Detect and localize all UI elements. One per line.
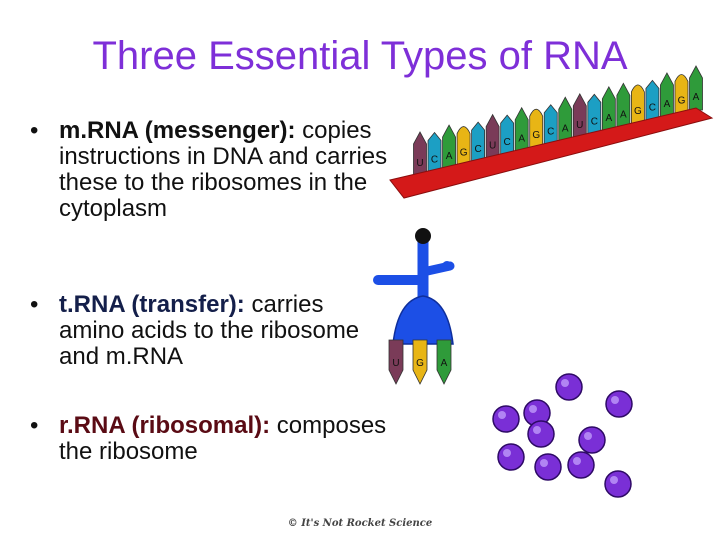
mrna-nucleotide: A	[514, 106, 529, 153]
mrna-nucleotide: A	[558, 96, 573, 142]
mrna-description: copies instructions in DNA and carries t…	[59, 117, 388, 222]
anticodon-nucleotide: U	[388, 339, 404, 385]
mrna-base-label: C	[547, 127, 554, 138]
mrna-nucleotide: A	[442, 124, 456, 170]
ribosome-sphere	[555, 373, 583, 401]
ribosome-sphere	[604, 470, 632, 498]
mrna-nucleotide: G	[630, 84, 645, 125]
anticodon-base-label: A	[441, 358, 448, 369]
mrna-backbone	[389, 107, 714, 199]
bullet-marker: •	[30, 291, 39, 318]
mrna-nucleotide: G	[674, 74, 689, 114]
mrna-base-label: G	[460, 148, 468, 159]
mrna-nucleotide: U	[572, 92, 587, 139]
mrna-base-label: A	[518, 134, 525, 145]
rrna-term: r.RNA (ribosomal):	[59, 412, 271, 439]
ribosome-sphere	[605, 390, 633, 418]
mrna-term: m.RNA (messenger):	[59, 117, 296, 144]
mrna-nucleotide: C	[471, 121, 486, 163]
mrna-nucleotide: A	[660, 72, 674, 118]
ribosome-sphere	[523, 399, 551, 427]
trna-anticodon-loop	[392, 295, 454, 345]
slide-title: Three Essential Types of RNA	[92, 34, 628, 78]
mrna-base-label: U	[489, 141, 496, 152]
mrna-nucleotide: G	[456, 126, 471, 166]
ribosome-sphere	[578, 426, 606, 454]
mrna-base-label: U	[576, 120, 583, 131]
mrna-base-label: A	[620, 109, 627, 120]
mrna-nucleotide: G	[529, 108, 544, 149]
mrna-nucleotide: C	[645, 79, 660, 121]
mrna-nucleotide: A	[601, 86, 616, 132]
mrna-base-label: U	[416, 158, 423, 169]
ribosome-sphere	[534, 453, 562, 481]
trna-term: t.RNA (transfer):	[59, 291, 245, 318]
ribosome-subunits	[492, 373, 633, 498]
mrna-base-label: A	[693, 92, 700, 103]
mrna-base-label: G	[634, 106, 642, 117]
bullet-marker: •	[30, 117, 39, 144]
ribosome-sphere	[497, 443, 525, 471]
mrna-base-label: G	[532, 130, 540, 141]
mrna-nucleotide: C	[427, 131, 442, 173]
anticodon-nucleotide: G	[412, 339, 428, 385]
bullet-marker: •	[30, 412, 39, 439]
trna-description: carries amino acids to the ribosome and …	[59, 291, 360, 370]
mrna-base-label: C	[431, 155, 438, 166]
mrna-base-label: A	[664, 99, 671, 110]
mrna-nucleotide: C	[587, 93, 602, 135]
amino-acid	[415, 228, 431, 244]
mrna-base-label: A	[606, 113, 613, 124]
mrna-base-label: C	[474, 144, 481, 155]
trna-arm-right-end	[442, 261, 452, 271]
mrna-nucleotide: C	[543, 104, 558, 146]
mrna-base-label: C	[591, 116, 598, 127]
anticodon-base-label: U	[392, 358, 399, 369]
anticodon-nucleotide: A	[436, 339, 452, 385]
mrna-nucleotide: U	[413, 131, 427, 177]
anticodon-base-label: G	[416, 358, 424, 369]
mrna-base-label: A	[446, 151, 453, 162]
mrna-base-label: A	[562, 123, 569, 134]
rrna-description: composes the ribosome	[59, 412, 387, 465]
mrna-nucleotide: A	[689, 65, 703, 111]
ribosome-sphere	[492, 405, 520, 433]
ribosome-sphere	[527, 420, 555, 448]
ribosome-sphere	[567, 451, 595, 479]
mrna-base-label: C	[649, 102, 656, 113]
copyright-footer: © It's Not Rocket Science	[287, 518, 433, 529]
mrna-base-label: G	[678, 95, 686, 106]
mrna-base-label: C	[504, 137, 511, 148]
mrna-nucleotide: C	[500, 114, 515, 156]
mrna-nucleotide: A	[616, 82, 631, 128]
mrna-nucleotide: U	[485, 113, 500, 160]
